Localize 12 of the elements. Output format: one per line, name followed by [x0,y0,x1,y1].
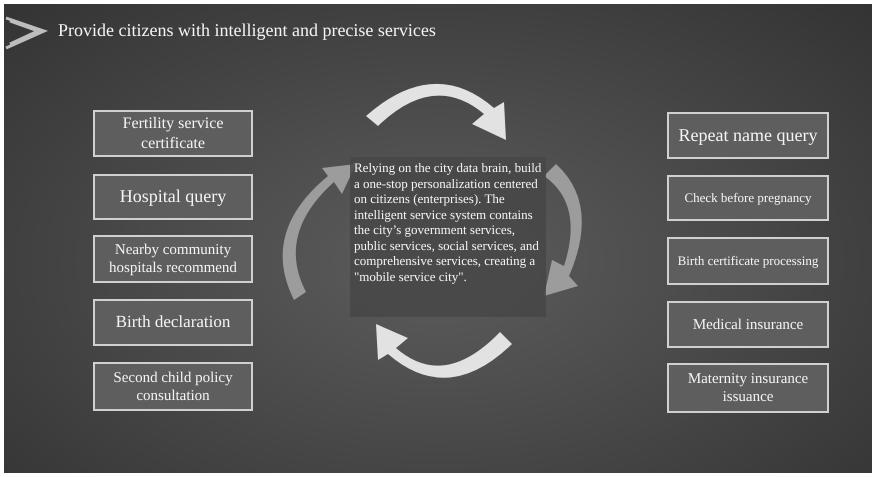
service-box: Medical insurance [667,301,829,348]
title: Provide citizens with intelligent and precise services [58,20,436,41]
service-box: Maternity insurance issuance [667,363,829,413]
service-box: Check before pregnancy [667,175,829,221]
service-box: Fertility service certificate [93,110,253,157]
service-box: Birth certificate processing [667,237,829,285]
description-text: Relying on the city data brain, build a one-stop personalization centered on citizens (enterprises). The intelligent service system contains the city’s government services, public services, social services, and comprehensive services, creating a "mobile service city". [350,157,546,317]
service-box: Birth declaration [93,299,253,346]
service-box: Second child policy consultation [93,362,253,411]
service-box: Nearby community hospitals recommend [93,235,253,283]
service-box: Repeat name query [667,112,829,159]
service-box: Hospital query [93,174,253,220]
